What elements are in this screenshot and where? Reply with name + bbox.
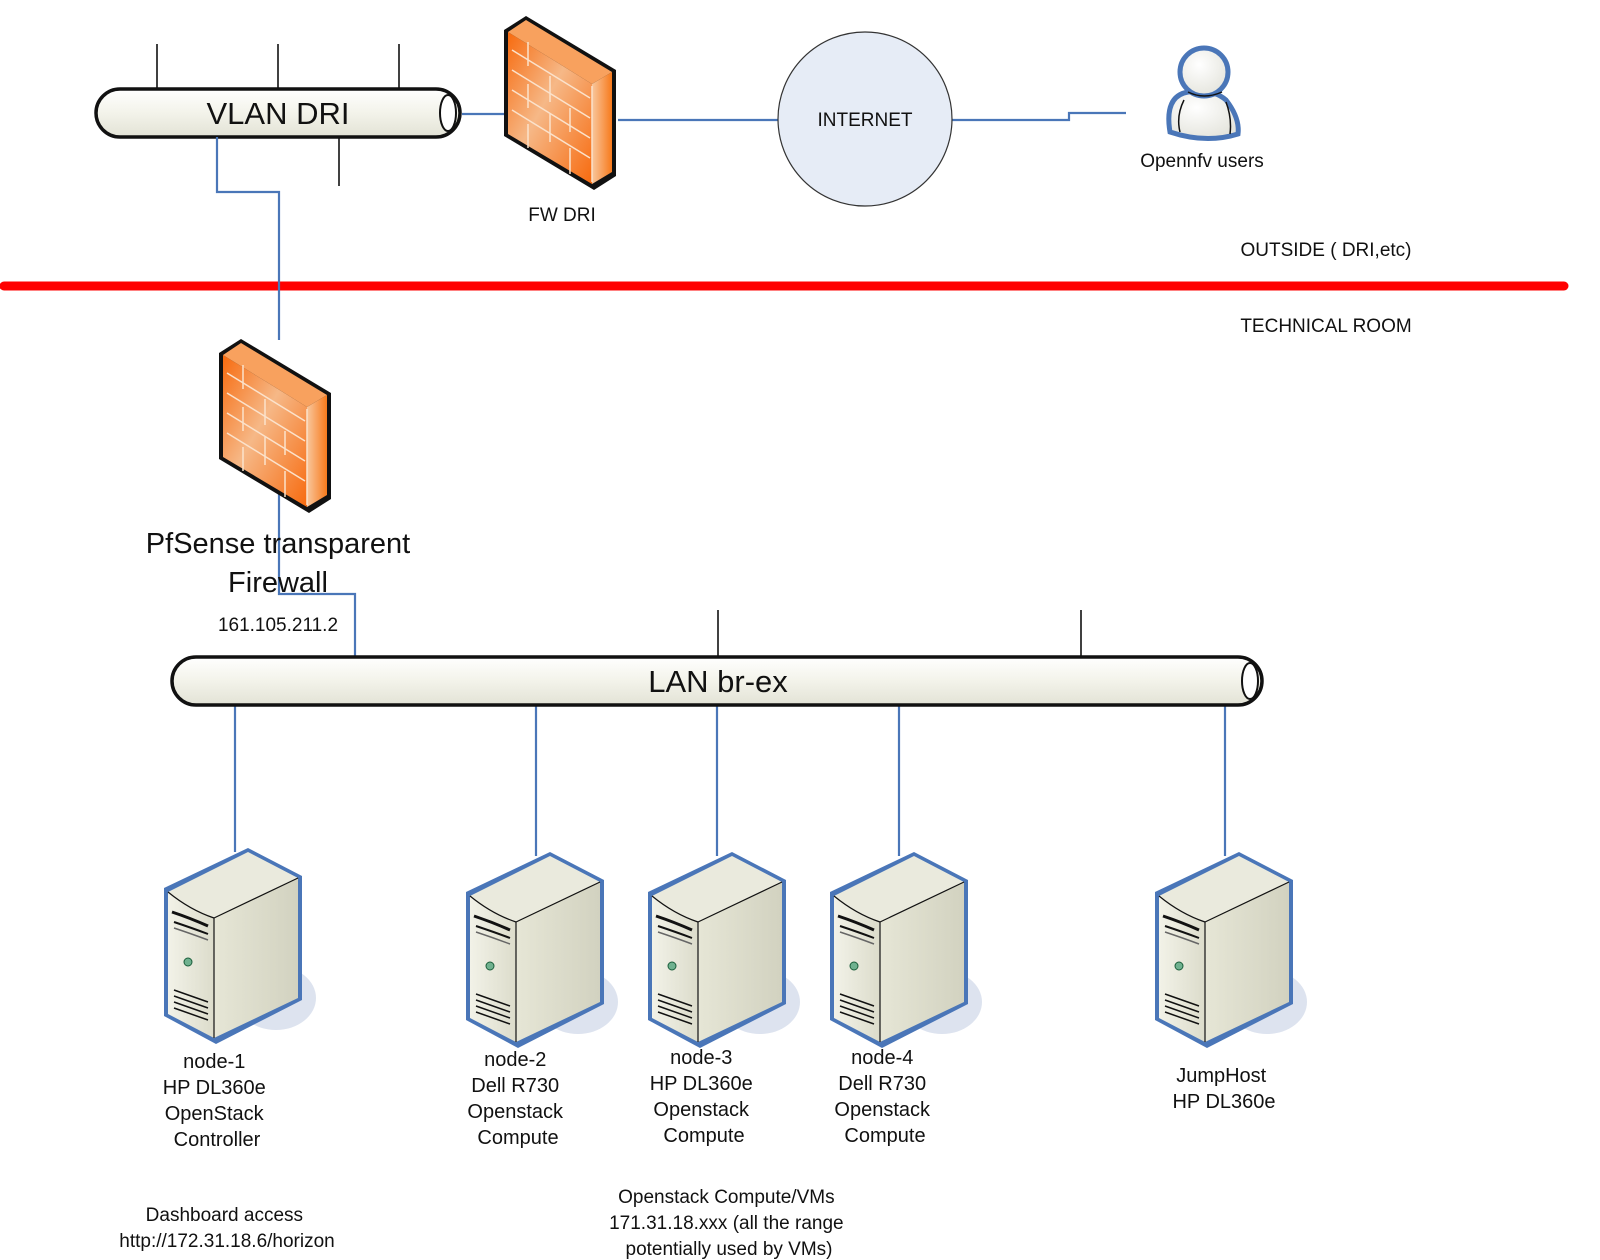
svg-text:node-3 HP DL360e O: node-3 HP DL360e Openstack Compute <box>650 1047 759 1147</box>
node-label-line: HP DL360e <box>163 1077 266 1099</box>
network-links <box>215 111 1227 856</box>
compute-vms-note-line: potentially used by VMs) <box>626 1239 833 1260</box>
svg-text:node-4 Dell R730 O: node-4 Dell R730 Openstack Compute <box>834 1047 935 1147</box>
node-label-line: Openstack <box>653 1099 750 1121</box>
node-label-line: node-4 <box>851 1047 913 1069</box>
node-label-line: node-3 <box>670 1047 732 1069</box>
node-label-line: HP DL360e <box>1172 1091 1275 1113</box>
node-label-line: Compute <box>663 1125 744 1147</box>
dashboard-note: Dashboard access http://172.31.18.6/hori… <box>119 1205 335 1252</box>
node-label-line: node-1 <box>183 1051 245 1073</box>
user-icon <box>1166 45 1241 142</box>
node-label-line: OpenStack <box>165 1103 265 1125</box>
pfsense-label-line2: Firewall <box>228 567 328 599</box>
server-node-4[interactable]: node-4 Dell R730 Openstack Compute <box>828 850 984 1147</box>
compute-vms-note: Openstack Compute/VMs 171.31.18.xxx (all… <box>609 1187 849 1260</box>
node-label-line: node-2 <box>484 1049 546 1071</box>
pfsense-ip: 161.105.211.2 <box>218 615 338 636</box>
server-tower-icon <box>464 850 620 1050</box>
node-label-line: Openstack <box>467 1101 564 1123</box>
pfsense-label-line1: PfSense transparent <box>146 528 410 560</box>
internet-label: INTERNET <box>818 110 913 131</box>
lan-br-ex-label: LAN br-ex <box>648 664 788 699</box>
svg-text:JumpHost HP DL360e: JumpHost HP DL360e <box>1172 1065 1275 1113</box>
fw-dri-label: FW DRI <box>528 205 596 226</box>
opennfv-users[interactable]: Opennfv users <box>1140 45 1264 172</box>
zone-label-outside: OUTSIDE ( DRI,etc) <box>1240 240 1411 261</box>
node-label-line: Dell R730 <box>471 1075 559 1097</box>
zone-label-technical-room: TECHNICAL ROOM <box>1240 316 1411 337</box>
compute-vms-note-line: Openstack Compute/VMs <box>618 1187 834 1208</box>
svg-text:node-1 HP DL360e O: node-1 HP DL360e OpenStack Controller <box>163 1051 272 1151</box>
server-jumphost[interactable]: JumpHost HP DL360e <box>1153 850 1309 1113</box>
firewall-icon <box>503 15 617 191</box>
node-label-line: HP DL360e <box>650 1073 753 1095</box>
server-tower-icon <box>162 846 318 1046</box>
vlan-dri-label: VLAN DRI <box>207 96 350 131</box>
firewall-icon <box>218 338 332 514</box>
lan-br-ex-bus[interactable]: LAN br-ex <box>170 655 1264 707</box>
dashboard-note-title: Dashboard access <box>146 1205 303 1226</box>
node-label-line: Controller <box>174 1129 261 1151</box>
users-label: Opennfv users <box>1140 151 1264 172</box>
node-label-line: Compute <box>477 1127 558 1149</box>
cloud-circle-icon <box>777 31 953 207</box>
server-node-1[interactable]: node-1 HP DL360e OpenStack Controller <box>162 846 318 1151</box>
lan-port-stubs <box>717 610 1082 658</box>
server-tower-icon <box>1153 850 1309 1050</box>
node-label-line: Openstack <box>834 1099 931 1121</box>
fw-dri[interactable]: FW DRI <box>503 15 617 226</box>
internet-node[interactable]: INTERNET <box>777 31 953 207</box>
node-label-line: JumpHost <box>1176 1065 1266 1087</box>
server-tower-icon <box>646 850 802 1050</box>
server-node-2[interactable]: node-2 Dell R730 Openstack Compute <box>464 850 620 1149</box>
dashboard-note-url: http://172.31.18.6/horizon <box>119 1231 335 1252</box>
pfsense-firewall[interactable]: PfSense transparent Firewall 161.105.211… <box>146 338 410 636</box>
svg-text:node-2 Dell R730 O: node-2 Dell R730 Openstack Compute <box>467 1049 568 1149</box>
server-node-3[interactable]: node-3 HP DL360e Openstack Compute <box>646 850 802 1147</box>
vlan-port-stubs <box>156 44 400 186</box>
compute-vms-note-line: 171.31.18.xxx (all the range <box>609 1213 844 1234</box>
node-label-line: Dell R730 <box>838 1073 926 1095</box>
node-label-line: Compute <box>844 1125 925 1147</box>
server-tower-icon <box>828 850 984 1050</box>
vlan-dri-bus[interactable]: VLAN DRI <box>94 87 462 139</box>
